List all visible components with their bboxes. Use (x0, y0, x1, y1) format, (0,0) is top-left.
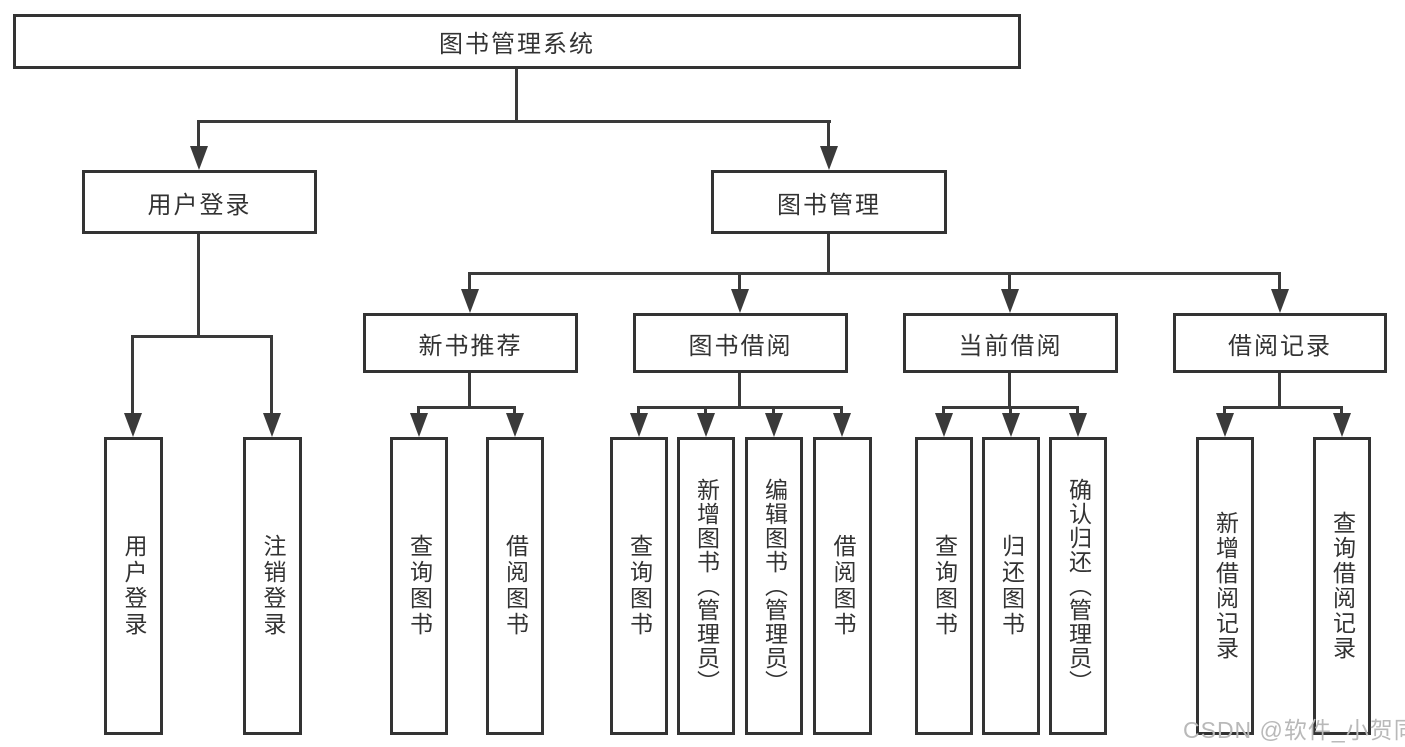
node-return-books: 归还图书 (982, 437, 1040, 735)
node-edit-books-admin: 编辑图书（管理员） (745, 437, 803, 735)
connector-new-book-stem (468, 373, 471, 406)
arrow-to-c3-icon (1069, 413, 1087, 437)
node-confirm-return-admin: 确认归还（管理员） (1049, 437, 1107, 735)
node-user-login-leaf-label: 用户登录 (121, 534, 147, 638)
arrow-to-b2-icon (697, 413, 715, 437)
arrow-to-u1-icon (124, 413, 142, 437)
node-borrow-record: 借阅记录 (1173, 313, 1387, 373)
node-add-borrow-record-label: 新增借阅记录 (1212, 511, 1239, 661)
connector-user-login-drop-2 (270, 335, 273, 415)
arrow-to-b3-icon (765, 413, 783, 437)
node-new-book: 新书推荐 (363, 313, 578, 373)
node-borrow-books-borrow: 借阅图书 (813, 437, 872, 735)
node-logout-leaf-label: 注销登录 (260, 534, 286, 638)
node-book-mgmt-label: 图书管理 (777, 191, 881, 219)
connector-borrow-record-stem (1278, 373, 1281, 406)
watermark-text: CSDN @软件_小贺同学 (1183, 717, 1405, 743)
node-query-books-newbook: 查询图书 (390, 437, 448, 735)
node-add-borrow-record: 新增借阅记录 (1196, 437, 1254, 735)
connector-current-borrow-drop-1 (942, 406, 945, 415)
node-query-books-borrow-label: 查询图书 (626, 534, 653, 638)
connector-root-drop-right (827, 120, 830, 148)
node-borrow-record-label: 借阅记录 (1228, 332, 1332, 360)
arrow-to-n2-icon (506, 413, 524, 437)
connector-book-mgmt-drop-4 (1278, 272, 1281, 291)
connector-book-mgmt-drop-1 (468, 272, 471, 291)
arrow-to-new-book-icon (461, 289, 479, 313)
node-root: 图书管理系统 (13, 14, 1021, 69)
node-borrow-books-borrow-label: 借阅图书 (830, 534, 856, 638)
connector-book-borrow-drop-4 (840, 406, 843, 415)
connector-root-drop-left (197, 120, 200, 148)
connector-user-login-drop-1 (131, 335, 134, 415)
connector-user-login-stem (197, 234, 200, 335)
arrow-to-b4-icon (833, 413, 851, 437)
node-borrow-books-newbook: 借阅图书 (486, 437, 544, 735)
connector-book-mgmt-drop-2 (738, 272, 741, 291)
arrow-to-b1-icon (630, 413, 648, 437)
connector-book-borrow-drop-1 (637, 406, 640, 415)
arrow-to-book-mgmt-icon (820, 146, 838, 170)
node-add-books-admin: 新增图书（管理员） (677, 437, 735, 735)
node-user-login: 用户登录 (82, 170, 317, 234)
node-borrow-books-newbook-label: 借阅图书 (502, 534, 529, 638)
arrow-to-r2-icon (1333, 413, 1351, 437)
arrow-to-borrow-record-icon (1271, 289, 1289, 313)
connector-book-mgmt-rail (468, 272, 1281, 275)
connector-root-stem (515, 69, 518, 120)
node-return-books-label: 归还图书 (998, 534, 1025, 638)
node-edit-books-admin-label: 编辑图书（管理员） (761, 478, 788, 694)
connector-user-login-rail (131, 335, 273, 338)
arrow-to-u2-icon (263, 413, 281, 437)
node-confirm-return-admin-label: 确认归还（管理员） (1065, 478, 1092, 694)
connector-book-borrow-stem (738, 373, 741, 406)
node-query-books-borrow: 查询图书 (610, 437, 668, 735)
connector-new-book-rail (417, 406, 516, 409)
node-current-borrow: 当前借阅 (903, 313, 1118, 373)
node-book-borrow: 图书借阅 (633, 313, 848, 373)
node-book-mgmt: 图书管理 (711, 170, 947, 234)
node-current-borrow-label: 当前借阅 (958, 332, 1063, 360)
arrow-to-c2-icon (1002, 413, 1020, 437)
connector-borrow-record-rail (1223, 406, 1343, 409)
arrow-to-n1-icon (410, 413, 428, 437)
node-query-books-newbook-label: 查询图书 (406, 534, 433, 638)
node-root-label: 图书管理系统 (439, 31, 595, 58)
arrow-to-user-login-icon (190, 146, 208, 170)
arrow-to-c1-icon (935, 413, 953, 437)
arrow-to-current-borrow-icon (1001, 289, 1019, 313)
connector-new-book-drop-2 (513, 406, 516, 415)
connector-book-mgmt-stem (827, 234, 830, 272)
node-new-book-label: 新书推荐 (418, 332, 523, 360)
node-query-books-current: 查询图书 (915, 437, 973, 735)
connector-book-borrow-drop-3 (772, 406, 775, 415)
connector-current-borrow-drop-3 (1076, 406, 1079, 415)
connector-book-mgmt-drop-3 (1008, 272, 1011, 291)
node-logout-leaf: 注销登录 (243, 437, 302, 735)
arrow-to-r1-icon (1216, 413, 1234, 437)
connector-root-rail (197, 120, 831, 123)
node-user-login-label: 用户登录 (147, 191, 252, 219)
connector-book-borrow-rail (637, 406, 843, 409)
connector-borrow-record-drop-2 (1340, 406, 1343, 415)
arrow-to-book-borrow-icon (731, 289, 749, 313)
connector-book-borrow-drop-2 (704, 406, 707, 415)
node-query-borrow-record: 查询借阅记录 (1313, 437, 1371, 735)
connector-current-borrow-stem (1008, 373, 1011, 406)
node-query-books-current-label: 查询图书 (931, 534, 958, 638)
connector-new-book-drop-1 (417, 406, 420, 415)
node-user-login-leaf: 用户登录 (104, 437, 163, 735)
connector-current-borrow-drop-2 (1009, 406, 1012, 415)
node-query-borrow-record-label: 查询借阅记录 (1329, 511, 1356, 661)
connector-borrow-record-drop-1 (1223, 406, 1226, 415)
node-add-books-admin-label: 新增图书（管理员） (693, 478, 720, 694)
node-book-borrow-label: 图书借阅 (688, 332, 793, 360)
